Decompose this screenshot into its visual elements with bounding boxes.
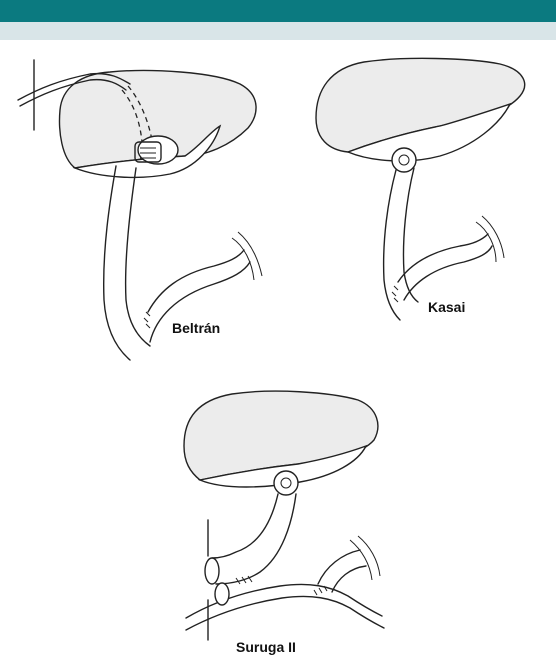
- kasai-panel: Kasai: [316, 58, 525, 320]
- beltran-bowel-cut-2: [238, 232, 262, 276]
- suruga-bowel-cut-1: [350, 540, 372, 580]
- beltran-anastomosis: [138, 136, 178, 164]
- beltran-jejunum-right: [126, 168, 150, 346]
- beltran-label: Beltrán: [172, 320, 220, 336]
- diagram-canvas: Beltrán Kasai: [0, 40, 556, 660]
- beltran-bowel-cut-1: [232, 238, 254, 280]
- kasai-jejunum-right: [403, 168, 418, 302]
- header-bar: [0, 0, 556, 22]
- kasai-anastomosis-suture: [392, 286, 398, 302]
- suruga-label: Suruga II: [236, 639, 296, 655]
- kasai-anastomosis: [392, 148, 416, 172]
- beltran-anastomosis-suture: [144, 312, 150, 328]
- suruga-roux-lower: [332, 566, 366, 592]
- beltran-bowel-upper: [148, 250, 244, 312]
- suruga-anastomosis: [274, 471, 298, 495]
- kasai-jejunum-left: [384, 170, 400, 320]
- suruga-bowel-opening: [215, 583, 229, 605]
- suruga-stoma: [205, 558, 219, 584]
- suruga-roux-suture: [314, 586, 327, 595]
- surgical-diagram-figure: Beltrán Kasai: [0, 40, 556, 660]
- suruga-bowel-cut-2: [358, 536, 380, 576]
- suruga-panel: Suruga II: [184, 391, 384, 655]
- suruga-bowel-lower: [186, 596, 384, 630]
- suruga-limb-upper: [212, 494, 278, 558]
- suruga-roux-upper: [318, 550, 360, 584]
- header-subbar: [0, 22, 556, 40]
- kasai-label: Kasai: [428, 299, 465, 315]
- beltran-panel: Beltrán: [18, 60, 262, 360]
- kasai-bowel-lower: [404, 246, 492, 300]
